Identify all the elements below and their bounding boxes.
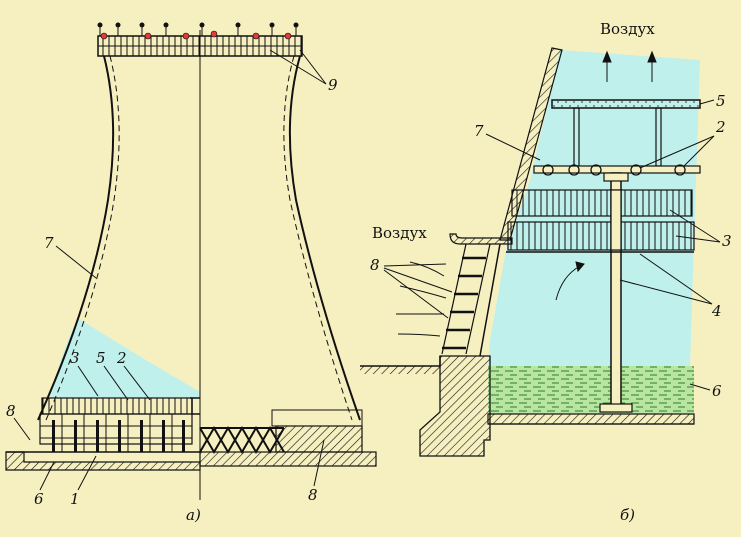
caption-a: а) — [186, 506, 201, 524]
fill-pack-upper — [511, 189, 693, 217]
label-8-right: 8 — [308, 486, 318, 504]
label-9: 9 — [328, 76, 338, 94]
label-7: 7 — [44, 234, 54, 252]
tower-shell-left — [37, 55, 115, 421]
tower-shell-right — [288, 55, 361, 421]
right-view-labels: Воздух Воздух 5 2 7 3 4 6 8 б) — [370, 20, 732, 524]
label-6: 6 — [34, 490, 44, 508]
basin-floor — [487, 413, 695, 425]
right-view-section — [360, 47, 701, 457]
air-label-side: Воздух — [372, 224, 427, 242]
label-8-right-view: 8 — [370, 256, 380, 274]
distribution-lines — [39, 413, 193, 445]
inlet-truss — [199, 426, 285, 454]
left-view-labels: 9 7 3 5 2 8 6 1 8 а) — [6, 49, 338, 524]
label-5: 5 — [96, 349, 106, 367]
left-view-tower — [5, 22, 377, 500]
label-1: 1 — [70, 490, 80, 508]
caption-b: б) — [620, 506, 635, 524]
air-label-top: Воздух — [600, 20, 655, 38]
label-2: 2 — [116, 349, 127, 367]
basin-right — [199, 451, 377, 467]
top-rods — [97, 22, 299, 40]
ground-step — [360, 356, 441, 367]
label-3-right: 3 — [722, 232, 732, 250]
label-7-right: 7 — [474, 122, 484, 140]
airflow-arrows — [396, 50, 657, 337]
label-6-right: 6 — [712, 382, 722, 400]
foundation — [419, 355, 491, 457]
fill-pack-lower — [507, 221, 695, 251]
label-8-left: 8 — [6, 402, 16, 420]
nozzles — [542, 164, 686, 176]
label-4-right: 4 — [711, 302, 722, 320]
left-air-region — [50, 318, 200, 398]
label-2-right: 2 — [715, 118, 726, 136]
basin-left — [5, 451, 201, 471]
water-catcher — [275, 425, 363, 453]
label-3: 3 — [70, 349, 80, 367]
louvers — [442, 256, 486, 350]
fill-block-left — [41, 397, 193, 415]
inlet-hood — [449, 233, 513, 245]
drift-eliminator — [551, 99, 701, 109]
label-5-right: 5 — [716, 92, 726, 110]
fill-columns — [52, 420, 185, 452]
